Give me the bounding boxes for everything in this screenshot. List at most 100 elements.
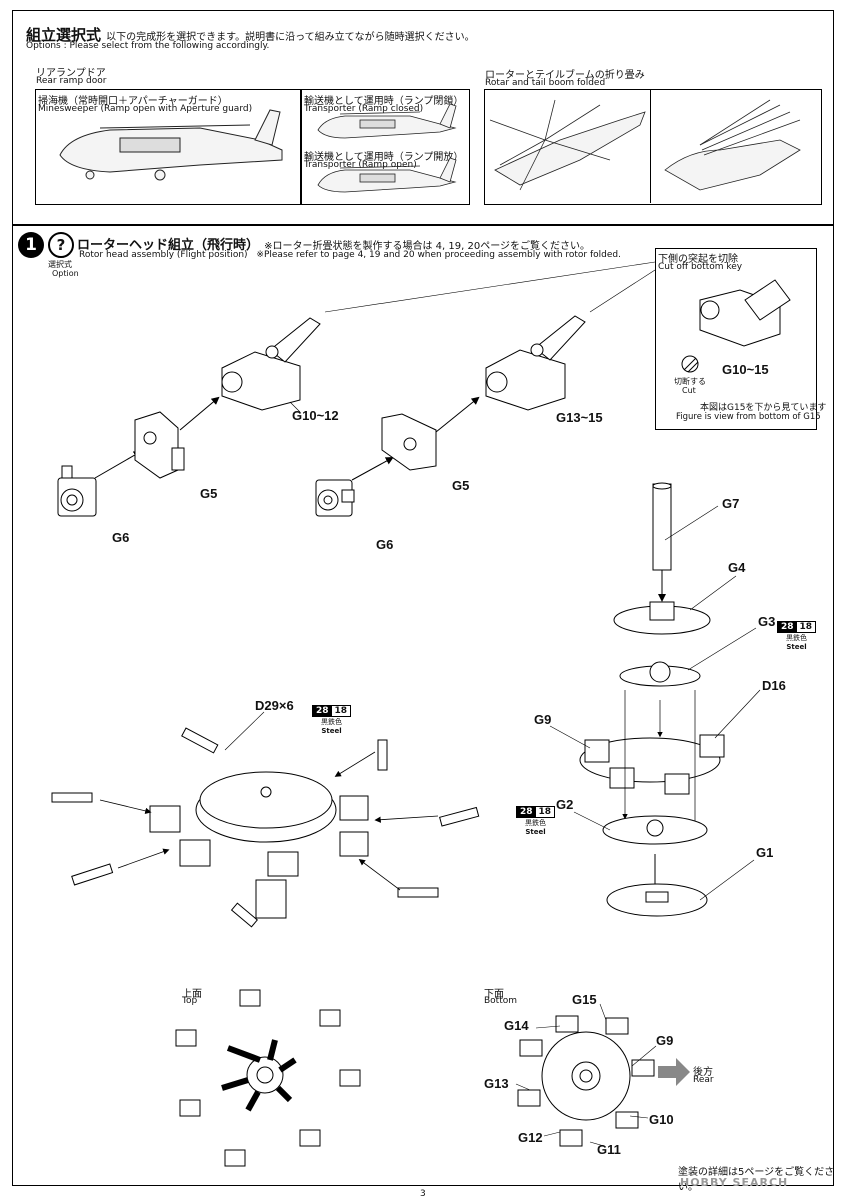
g7-shaft [652, 482, 672, 571]
g6-part-right [315, 479, 355, 517]
step-note-en: ※Please refer to page 4, 19 and 20 when … [256, 250, 621, 260]
transport-box [300, 89, 470, 205]
bottom-label-g12: G12 [518, 1130, 543, 1145]
part-label-g1: G1 [756, 845, 774, 860]
folded-jp: ローターとテイルブームの折り畳み [485, 70, 645, 81]
step-title: ローターヘッド組立（飛行時） [77, 238, 260, 253]
rear-jp: 後方 [693, 1067, 713, 1078]
part-label-d29: D29×6 [255, 698, 294, 713]
paint-code-1: 28 [778, 622, 797, 632]
cut-box-jp: 下側の突起を切除 [658, 254, 738, 265]
folded-en: Rotar and tail boom folded [485, 78, 606, 88]
cut-jp: 切断する [674, 377, 706, 386]
transport-closed-en: Transporter (Ramp closed) [304, 104, 424, 114]
option-label-en: Option [52, 269, 79, 278]
paint-jp: 黒鉄色 [321, 718, 343, 726]
g10-12-part [221, 317, 321, 411]
part-label-g9: G9 [534, 712, 552, 727]
options-note: 以下の完成形を選択できます。説明書に沿って組み立てながら随時選択ください。 [106, 32, 475, 43]
paint-code-1: 28 [313, 706, 332, 716]
part-label-g10-12: G10~12 [292, 408, 339, 423]
rear-en: Rear [693, 1075, 714, 1085]
paint-jp: 黒鉄色 [786, 634, 808, 642]
step-frame [12, 224, 834, 1186]
bottom-view-en: Bottom [484, 996, 518, 1006]
part-label-g5-left: G5 [200, 486, 218, 501]
paint-code-1: 28 [517, 807, 536, 817]
bottom-view-jp: 下面 [484, 989, 504, 1000]
page-number: 3 [420, 1189, 426, 1199]
g5-part-left [134, 411, 185, 479]
transport-open-en: Transporter (Ramp open) [304, 160, 417, 170]
cut-view-en: Figure is view from bottom of G15 [676, 412, 821, 422]
g3-star [619, 661, 701, 687]
minesweeper-box [35, 89, 302, 205]
options-subtitle: Options : Please select from the followi… [26, 41, 270, 51]
step-title-row: ローターヘッド組立（飛行時） ※ローター折畳状態を製作する場合は 4, 19, … [77, 234, 590, 253]
part-label-g13-15: G13~15 [556, 410, 603, 425]
g2-star [602, 815, 708, 845]
option-label-jp: 選択式 [48, 260, 72, 269]
bottom-label-g10: G10 [649, 1112, 674, 1127]
paint-en: Steel [525, 828, 546, 836]
folded-box [484, 89, 822, 205]
step-note-jp: ※ローター折畳状態を製作する場合は 4, 19, 20ページをご覧ください。 [264, 241, 590, 252]
hobby-search-watermark: HOBBY SEARCH [680, 1176, 789, 1189]
paint-en: Steel [321, 727, 342, 735]
g1-base [606, 883, 708, 917]
bottom-label-g9: G9 [656, 1033, 674, 1048]
minesweeper-jp: 掃海機（常時開口＋アパーチャーガード） [38, 96, 228, 107]
bottom-label-g13: G13 [484, 1076, 509, 1091]
bottom-label-g14: G14 [504, 1018, 529, 1033]
transport-closed-jp: 輸送機として運用時（ランプ閉鎖） [304, 96, 464, 107]
g6-part-left [57, 465, 97, 517]
options-title: 組立選択式 [26, 26, 102, 44]
g13-15-part [485, 315, 586, 411]
top-view-rotor [175, 989, 361, 1167]
option-question-icon: ? [48, 232, 74, 258]
step-title-en-row: Rotor head assembly (Flight position) ※P… [79, 250, 621, 260]
options-heading: 組立選択式 以下の完成形を選択できます。説明書に沿って組み立てながら随時選択くだ… [26, 24, 475, 45]
cut-box-en: Cut off bottom key [658, 262, 743, 272]
folded-divider [650, 89, 651, 203]
minesweeper-en: Minesweeper (Ramp open with Aperture gua… [38, 104, 253, 114]
part-label-g5-right: G5 [452, 478, 470, 493]
footer-note: 塗装の詳細は5ページをご覧ください。 [678, 1167, 835, 1193]
cut-detail-part [681, 279, 791, 373]
part-label-g4: G4 [728, 560, 746, 575]
bottom-label-g15: G15 [572, 992, 597, 1007]
g9-hub-arms [579, 734, 725, 795]
part-label-g7: G7 [722, 496, 740, 511]
part-label-g2: G2 [556, 797, 574, 812]
paint-en: Steel [786, 643, 807, 651]
cut-en: Cut [682, 386, 696, 395]
top-view-en: Top [182, 996, 198, 1006]
step-title-en: Rotor head assembly (Flight position) [79, 250, 248, 260]
rear-arrow [658, 1058, 690, 1086]
bottom-view-rotor [517, 1015, 655, 1147]
cut-box [655, 248, 817, 430]
transport-open-jp: 輸送機として運用時（ランプ開放） [304, 152, 464, 163]
part-label-g6-right: G6 [376, 537, 394, 552]
paint-code-2: 18 [538, 807, 552, 817]
cut-view-jp: 本図はG15を下から見ています [700, 403, 827, 413]
rotor-head-assembled [149, 771, 369, 919]
cut-part-label: G10~15 [722, 362, 769, 377]
part-label-g6-left: G6 [112, 530, 130, 545]
g4-plate [613, 601, 711, 635]
part-label-g3: G3 [758, 614, 776, 629]
paint-jp: 黒鉄色 [525, 819, 547, 827]
part-label-d16: D16 [762, 678, 786, 693]
paint-code-2: 18 [799, 622, 813, 632]
step-number-badge: 1 [18, 232, 44, 258]
rear-ramp-label-jp: リアランプドア [36, 68, 106, 79]
options-frame [12, 10, 834, 226]
d29-pins [51, 727, 480, 928]
paint-code-2: 18 [334, 706, 348, 716]
top-view-jp: 上面 [182, 989, 202, 1000]
